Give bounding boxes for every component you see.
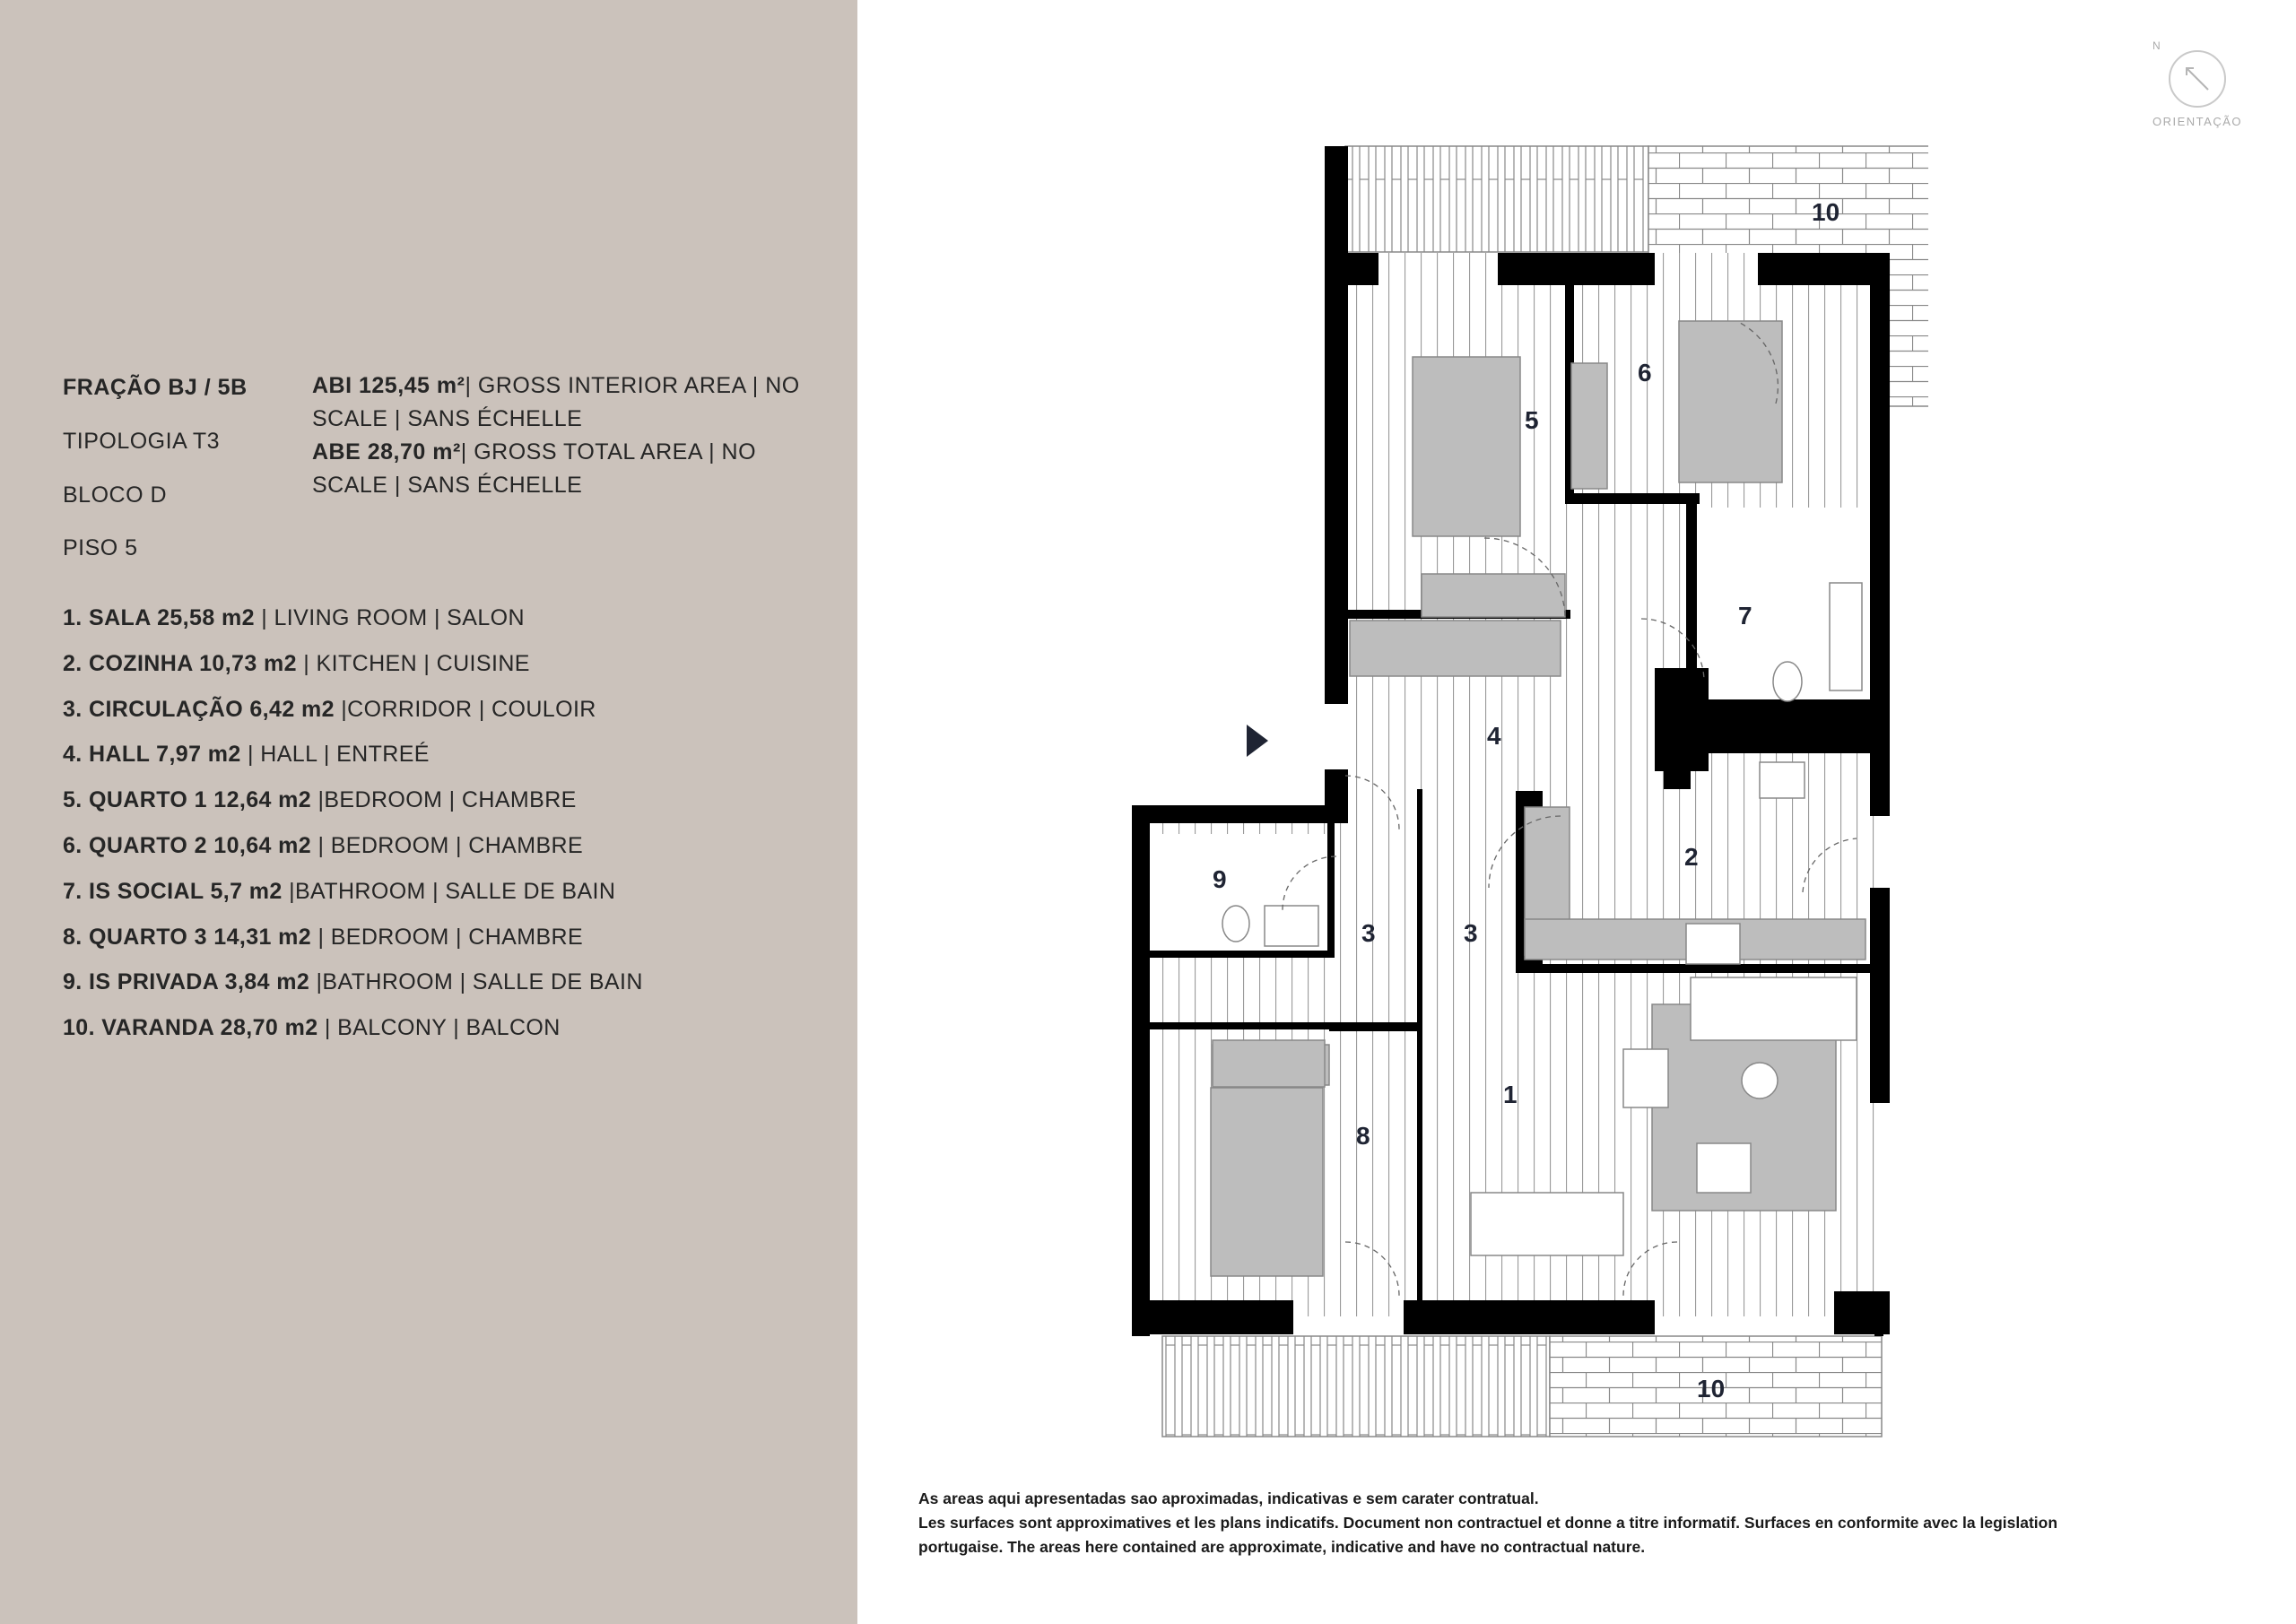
room-item: 6. QUARTO 2 10,64 m2 | BEDROOM | CHAMBRE [63,832,584,858]
toilet-social [1772,661,1803,702]
abe-text: | GROSS TOTAL AREA | NO [460,439,757,465]
plan-label-2: 2 [1684,843,1699,871]
plan-label-9: 9 [1213,865,1227,893]
plan-label-4: 4 [1487,722,1501,750]
disclaimer: As areas aqui apresentadas sao aproximad… [918,1487,2219,1559]
unit-block: BLOCO D [63,482,168,508]
room-item: 8. QUARTO 3 14,31 m2 | BEDROOM | CHAMBRE [63,924,584,950]
room-item: 5. QUARTO 1 12,64 m2 |BEDROOM | CHAMBRE [63,787,577,813]
room-item: 9. IS PRIVADA 3,84 m2 |BATHROOM | SALLE … [63,969,643,995]
room-item: 1. SALA 25,58 m2 | LIVING ROOM | SALON [63,605,525,630]
room-item: 10. VARANDA 28,70 m2 | BALCONY | BALCON [63,1015,561,1041]
unit-floor: PISO 5 [63,535,138,560]
compass-north-label: N [2152,39,2161,52]
compass: N ORIENTAÇÃO [2135,36,2260,135]
plan-label-8: 8 [1356,1122,1370,1150]
cooktop [1759,761,1805,799]
armchair-bottom [1696,1142,1752,1194]
room-list: 1. SALA 25,58 m2 | LIVING ROOM | SALON 2… [63,605,643,1061]
unit-typology: TIPOLOGIA T3 [63,429,221,454]
abi-label: ABI 125,45 m² [312,373,465,398]
sofa [1690,977,1857,1041]
kitchen-sink [1685,923,1741,965]
disclaimer-line-3: portugaise. The areas here contained are… [918,1538,1646,1556]
compass-icon [2169,50,2226,108]
walls [1132,146,1890,1336]
wardrobe-room5 [1421,573,1566,618]
plan-label-6: 6 [1638,359,1652,386]
plan-label-3a: 3 [1361,919,1376,947]
room-item: 3. CIRCULAÇÃO 6,42 m2 |CORRIDOR | COULOI… [63,696,596,722]
wardrobe-room6 [1570,362,1608,490]
compass-label: ORIENTAÇÃO [2152,115,2242,128]
balcony-bottom-tiled [1549,1335,1883,1437]
entrance-arrow-icon [1247,725,1268,757]
toilet-private [1222,905,1250,942]
bed-room5 [1412,356,1521,537]
armchair-left [1622,1048,1669,1108]
floor-plan: 1 2 3 3 4 5 6 7 8 9 10 10 [1132,145,1928,1437]
dining-table [1470,1192,1624,1256]
vanity-social [1829,582,1863,691]
bed-room8 [1210,1087,1324,1277]
wardrobe-room8-top [1212,1039,1326,1088]
unit-title: FRAÇÃO BJ / 5B [63,375,248,400]
plan-label-1: 1 [1503,1081,1518,1108]
info-panel: FRAÇÃO BJ / 5B TIPOLOGIA T3 BLOCO D PISO… [0,0,857,1624]
disclaimer-line-1: As areas aqui apresentadas sao aproximad… [918,1489,1539,1507]
plan-label-5: 5 [1525,406,1539,434]
sink-private [1264,905,1319,947]
balcony-bottom-slatted [1161,1335,1551,1437]
abi-text-2: SCALE | SANS ÉCHELLE [312,406,583,431]
wardrobe-hall [1349,620,1561,677]
furniture [1210,320,1866,1277]
door-swings [1282,322,1857,1297]
abi-text: | GROSS INTERIOR AREA | NO [465,373,800,398]
coffee-table [1741,1062,1779,1099]
plan-label-10-top: 10 [1812,198,1839,226]
room-item: 4. HALL 7,97 m2 | HALL | ENTREÉ [63,742,430,768]
abe-label: ABE 28,70 m² [312,439,461,465]
balcony-top-slatted [1344,145,1649,253]
area-summary: ABI 125,45 m²| GROSS INTERIOR AREA | NO … [312,369,814,502]
room-item: 7. IS SOCIAL 5,7 m2 |BATHROOM | SALLE DE… [63,878,616,904]
room-item: 2. COZINHA 10,73 m2 | KITCHEN | CUISINE [63,650,530,676]
plan-label-3b: 3 [1464,919,1478,947]
bed-room6 [1678,320,1783,483]
disclaimer-line-2: Les surfaces sont approximatives et les … [918,1514,2058,1532]
plan-label-10-bottom: 10 [1697,1375,1725,1403]
abe-text-2: SCALE | SANS ÉCHELLE [312,473,583,498]
plan-label-7: 7 [1738,602,1752,630]
